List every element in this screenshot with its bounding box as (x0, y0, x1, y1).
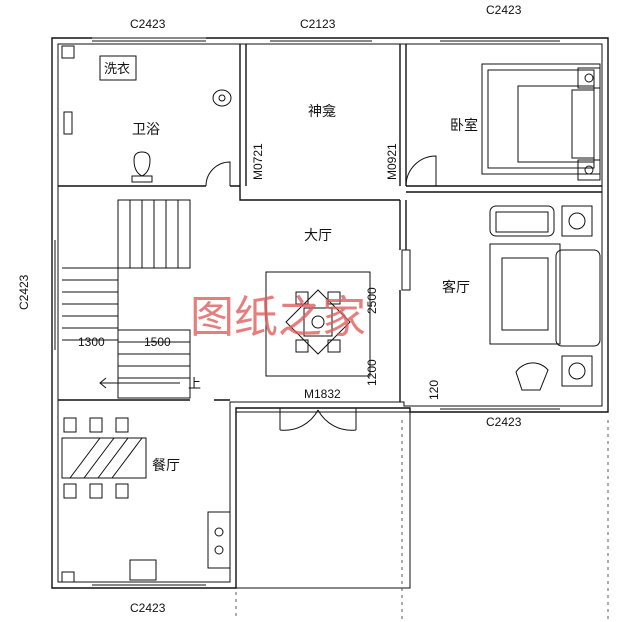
door-label-bath: M0721 (251, 143, 265, 180)
window-label-top-right: C2423 (486, 3, 522, 17)
room-dining: 餐厅 (152, 458, 180, 474)
room-living: 客厅 (442, 279, 470, 296)
wall-bath (58, 44, 247, 187)
hall-center (265, 271, 371, 377)
staircase (62, 199, 191, 399)
door-label-main: M1832 (304, 387, 341, 401)
door-label-bed: M0921 (385, 143, 399, 180)
room-shrine: 神龛 (308, 104, 336, 120)
dim-1300: 1300 (78, 335, 105, 349)
dim-1500: 1500 (144, 335, 171, 349)
wall-bed (399, 44, 602, 193)
watermark: 图纸之家 (190, 292, 366, 343)
dim-120: 120 (427, 380, 441, 400)
bath-fixtures (61, 45, 232, 187)
window-label-top-left: C2423 (130, 17, 166, 31)
dim-1200: 1200 (365, 359, 379, 386)
window-label-right-lower: C2423 (486, 415, 522, 429)
exterior-wall (51, 37, 609, 589)
room-bedroom: 卧室 (450, 117, 478, 134)
dining-table (61, 417, 147, 499)
kitchen-fixtures (61, 511, 231, 583)
room-hall: 大厅 (304, 228, 332, 244)
bed (405, 63, 601, 187)
dim-2500: 2500 (365, 287, 379, 314)
wall-living (399, 200, 407, 402)
window-label-bottom: C2423 (130, 601, 166, 615)
room-bathroom: 卫浴 (132, 122, 160, 138)
window-top-left (92, 36, 206, 45)
room-laundry: 洗衣 (104, 61, 130, 77)
main-entrance (235, 408, 411, 589)
window-label-left: C2423 (17, 274, 31, 310)
dimension-guides (235, 420, 609, 620)
stair-up-label: 上 (188, 377, 201, 392)
wall-shrine (239, 186, 400, 201)
living-furniture (401, 205, 601, 391)
window-label-top-mid: C2123 (300, 17, 336, 31)
